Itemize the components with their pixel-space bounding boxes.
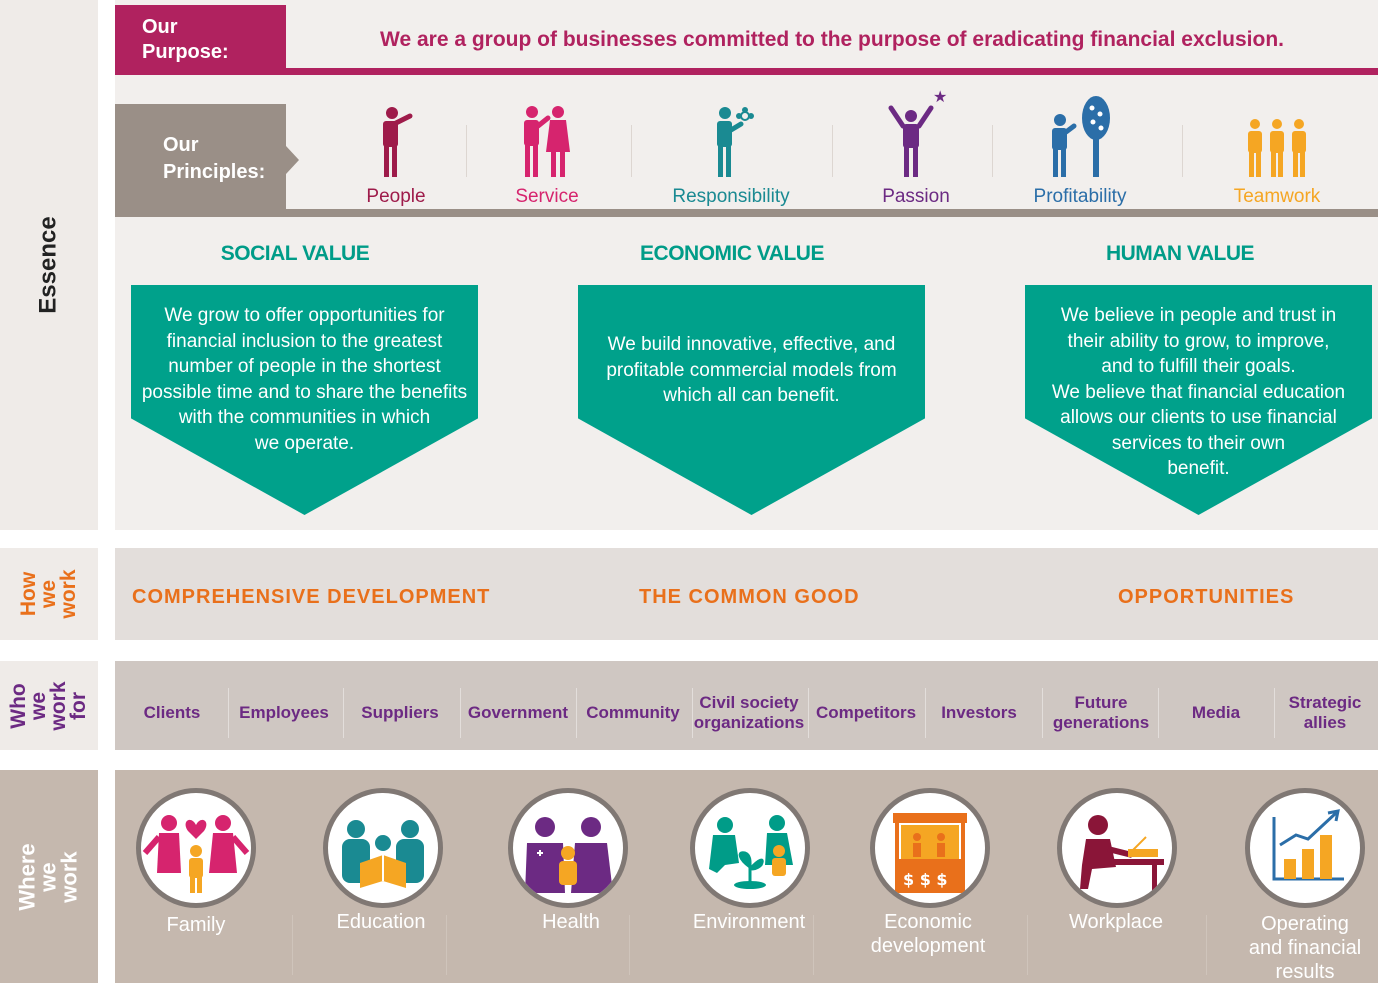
where-side-panel: Where we work — [0, 770, 98, 983]
stakeholder-divider — [925, 688, 926, 738]
stakeholder-divider — [460, 688, 461, 738]
person-with-flower-icon — [717, 107, 754, 177]
principles-underline — [286, 209, 1378, 217]
where-label-economic-development: Economic development — [870, 911, 986, 957]
principle-label: Responsibility — [672, 186, 790, 207]
principle-passion: ★ Passion — [841, 90, 991, 208]
social-value-text: We grow to offer opportunities for finan… — [141, 305, 468, 454]
social-value-title: SOCIAL VALUE — [220, 242, 370, 265]
purpose-statement: We are a group of businesses committed t… — [380, 28, 1284, 51]
stakeholder-government: Government — [467, 702, 569, 722]
how-item-comprehensive-development: COMPREHENSIVE DEVELOPMENT — [132, 586, 491, 608]
where-divider — [1206, 915, 1207, 975]
environment-icon — [709, 815, 793, 889]
how-we-work-panel — [115, 548, 1378, 640]
where-label-environment: Environment — [692, 911, 806, 933]
principle-service: Service — [472, 90, 622, 208]
person-with-tree-icon — [1052, 96, 1110, 177]
human-value-title: HUMAN VALUE — [1105, 242, 1255, 265]
education-icon — [342, 820, 424, 888]
who-side-panel: Who we work for — [0, 661, 98, 750]
principle-label: Profitability — [1033, 186, 1127, 207]
principle-divider — [631, 125, 632, 177]
operating-results-circle — [1245, 788, 1365, 908]
principles-tag: Our Principles: — [115, 104, 286, 217]
stakeholder-investors: Investors — [941, 702, 1017, 722]
principle-profitability: Profitability — [1005, 90, 1155, 208]
principles-arrow — [286, 146, 299, 174]
economic-value-title: ECONOMIC VALUE — [640, 242, 824, 265]
stakeholder-divider — [576, 688, 577, 738]
svg-text:$ $ $: $ $ $ — [903, 870, 948, 889]
workplace-circle — [1057, 788, 1177, 908]
stakeholder-divider — [343, 688, 344, 738]
stakeholder-civil-society: Civil society organizations — [693, 692, 805, 732]
person-reaching-star-icon: ★ — [888, 90, 947, 177]
team-icon — [1248, 119, 1306, 177]
stakeholder-community: Community — [586, 702, 680, 722]
growth-chart-icon — [1272, 809, 1344, 881]
principle-divider — [992, 125, 993, 177]
human-value-text: We believe in people and trust in their … — [1051, 305, 1346, 479]
family-circle — [136, 788, 256, 908]
stakeholder-divider — [228, 688, 229, 738]
where-label-operating-results: Operating and financial results — [1248, 913, 1362, 983]
stakeholder-strategic-allies: Strategic allies — [1288, 692, 1362, 732]
who-we-work-for-panel — [115, 661, 1378, 750]
principle-teamwork: Teamwork — [1202, 90, 1352, 208]
stakeholder-divider — [1274, 688, 1275, 738]
stakeholder-clients: Clients — [143, 702, 201, 722]
stakeholder-divider — [1042, 688, 1043, 738]
stakeholder-divider — [1158, 688, 1159, 738]
essence-side-panel: Essence — [0, 0, 98, 530]
essence-label: Essence — [34, 216, 62, 314]
where-label-workplace: Workplace — [1068, 911, 1164, 933]
principle-label: People — [366, 186, 426, 207]
stakeholder-divider — [808, 688, 809, 738]
health-icon — [525, 817, 613, 893]
purpose-underline — [286, 68, 1378, 75]
health-circle — [508, 788, 628, 908]
market-stall-icon: $ $ $ — [893, 813, 967, 893]
how-we-work-label: How we work — [17, 569, 80, 619]
where-label-education: Education — [336, 911, 426, 933]
stakeholder-divider — [692, 688, 693, 738]
principle-divider — [832, 125, 833, 177]
where-divider — [629, 915, 630, 975]
economic-value-text: We build innovative, effective, and prof… — [606, 334, 897, 406]
how-item-common-good: THE COMMON GOOD — [639, 586, 860, 608]
who-we-work-for-label: Who we work for — [7, 680, 90, 731]
environment-circle — [690, 788, 810, 908]
workplace-icon — [1080, 815, 1164, 891]
principle-label: Teamwork — [1233, 186, 1321, 207]
principle-label: Passion — [882, 186, 950, 207]
where-divider — [813, 915, 814, 975]
family-icon — [142, 815, 250, 893]
stakeholder-future-generations: Future generations — [1052, 692, 1150, 732]
principle-responsibility: Responsibility — [656, 90, 806, 208]
svg-text:★: ★ — [933, 90, 947, 106]
where-divider — [446, 915, 447, 975]
where-divider — [292, 915, 293, 975]
helping-people-icon — [524, 106, 570, 177]
principle-people: People — [321, 90, 471, 208]
education-circle — [323, 788, 443, 908]
stakeholder-media: Media — [1191, 702, 1241, 722]
person-pointing-icon — [383, 107, 413, 177]
where-divider — [1027, 915, 1028, 975]
stakeholder-competitors: Competitors — [815, 702, 917, 722]
principle-divider — [1182, 125, 1183, 177]
where-label-health: Health — [542, 911, 600, 933]
economic-development-circle: $ $ $ — [870, 788, 990, 908]
how-side-panel: How we work — [0, 548, 98, 640]
stakeholder-suppliers: Suppliers — [361, 702, 439, 722]
how-item-opportunities: OPPORTUNITIES — [1118, 586, 1295, 608]
stakeholder-employees: Employees — [239, 702, 329, 722]
where-we-work-label: Where we work — [14, 842, 82, 911]
where-label-family: Family — [166, 914, 226, 936]
principle-divider — [466, 125, 467, 177]
principle-label: Service — [515, 186, 579, 207]
purpose-tag: Our Purpose: — [115, 5, 286, 75]
